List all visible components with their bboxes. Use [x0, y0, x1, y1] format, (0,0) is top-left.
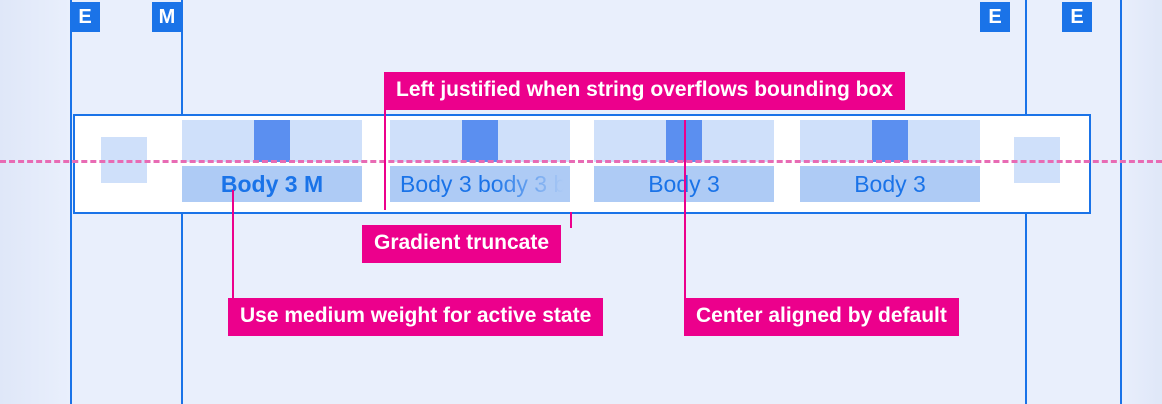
cell-icon-swatch: [254, 120, 290, 162]
cell-top-band: [800, 120, 980, 162]
badge-e-right-inner: E: [980, 2, 1010, 32]
text-cell-active[interactable]: Body 3 M: [182, 120, 362, 202]
cell-icon-swatch: [462, 120, 498, 162]
connector-left-justified: [384, 104, 386, 210]
connector-gradient-truncate: [570, 212, 572, 228]
callout-medium-weight: Use medium weight for active state: [228, 298, 604, 336]
text-cell-default-2[interactable]: Body 3: [800, 120, 980, 202]
connector-medium-weight: [232, 190, 234, 300]
cell-label: Body 3 body 3 body 3: [390, 166, 570, 202]
cell-top-band: [390, 120, 570, 162]
callout-gradient-truncate: Gradient truncate: [362, 225, 562, 263]
cell-label: Body 3 M: [182, 166, 362, 202]
badge-e-left-outer: E: [70, 2, 100, 32]
callout-left-justified: Left justified when string overflows bou…: [384, 72, 905, 110]
badge-e-right-outer: E: [1062, 2, 1092, 32]
cell-icon-swatch: [872, 120, 908, 162]
right-edge-gradient: [1120, 0, 1162, 404]
badge-m-left-inner: M: [152, 2, 182, 32]
left-edge-gradient: [0, 0, 70, 404]
callout-center-aligned: Center aligned by default: [684, 298, 959, 336]
guide-line-1: [70, 0, 72, 404]
connector-center-aligned: [684, 120, 686, 300]
cell-label: Body 3: [800, 166, 980, 202]
baseline-guide: [0, 160, 1162, 163]
guide-line-4: [1120, 0, 1122, 404]
cell-top-band: [182, 120, 362, 162]
